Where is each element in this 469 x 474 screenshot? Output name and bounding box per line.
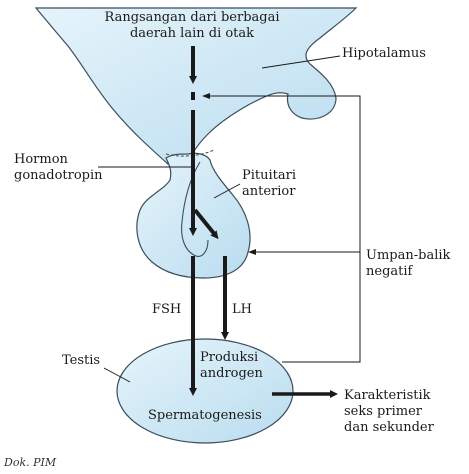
karakteristik-label: Karakteristik seks primer dan sekunder	[344, 388, 434, 435]
umpan-balik-label: Umpan-balik negatif	[366, 248, 451, 279]
pituitari-anterior-label: Pituitari anterior	[242, 168, 297, 199]
negative-feedback-loop	[202, 93, 361, 363]
spermatogenesis-label: Spermatogenesis	[148, 408, 262, 423]
produksi-androgen-label: Produksi androgen	[200, 350, 263, 381]
hipotalamus-leader	[261, 55, 341, 69]
testis-shape	[116, 338, 294, 444]
testis-leader	[103, 367, 131, 383]
fsh-label: FSH	[152, 302, 182, 317]
lh-label: LH	[232, 302, 252, 317]
hipotalamus-label: Hipotalamus	[342, 46, 426, 61]
stimulus-label: Rangsangan dari berbagai daerah lain di …	[104, 10, 280, 41]
pituitari-leader	[213, 183, 241, 199]
posterior-lobe-outline	[181, 161, 209, 257]
testis-label: Testis	[62, 353, 101, 368]
lh-branch-arrow	[193, 208, 219, 240]
hormon-gonadotropin-label: Hormon gonadotropin	[14, 152, 103, 183]
image-credit: Dok. PIM	[4, 456, 57, 469]
